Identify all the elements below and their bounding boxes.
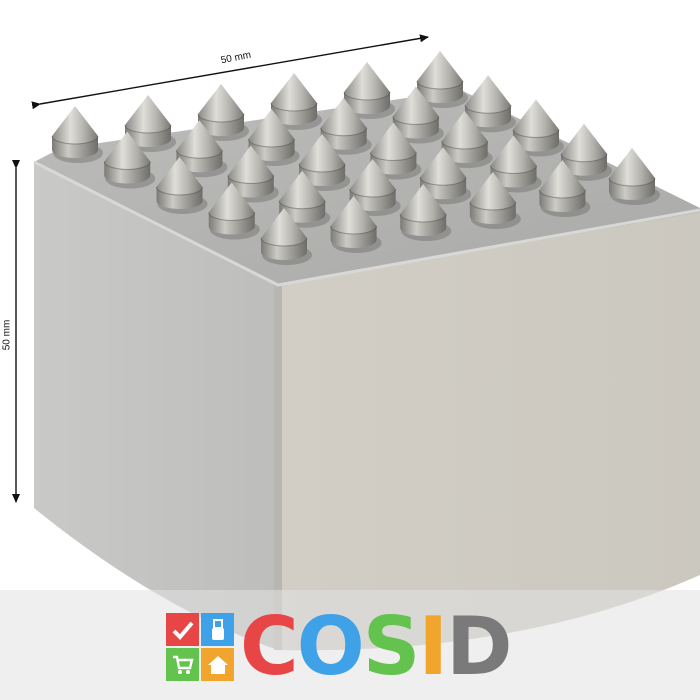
logo-icon-tiles (166, 613, 234, 681)
spike (51, 106, 103, 163)
spike (512, 99, 564, 157)
spike (103, 131, 156, 189)
block-left-face (34, 162, 278, 650)
spike (399, 184, 452, 241)
spike (156, 157, 208, 214)
block-top-bevel (33, 160, 700, 287)
spike (560, 123, 612, 181)
cosid-logo: C O S I D (166, 600, 513, 693)
spike (320, 97, 372, 155)
logo-letter: O (296, 600, 365, 693)
watermark-banner (0, 590, 700, 700)
logo-wordmark: C O S I D (240, 600, 513, 693)
cart-icon (166, 648, 199, 681)
usb-icon (201, 613, 234, 646)
logo-letter: C (240, 600, 299, 693)
spike (464, 75, 516, 133)
logo-letter: S (362, 600, 421, 693)
logo-letter: D (446, 600, 512, 693)
spike (330, 196, 382, 253)
spike (298, 134, 351, 191)
height-dimension-label: 50 mm (1, 319, 13, 351)
spike (490, 135, 542, 193)
spike (608, 148, 660, 205)
spike (248, 109, 300, 166)
spike (260, 208, 312, 265)
spike (538, 160, 591, 217)
block-front-face (278, 210, 700, 651)
spike (469, 172, 521, 229)
spike (349, 159, 401, 216)
home-icon (201, 648, 234, 681)
spike (208, 182, 260, 240)
spike (227, 145, 279, 203)
block-corner-edge (274, 283, 282, 650)
check-icon (166, 613, 199, 646)
width-dimension-line (31, 34, 429, 110)
spike (441, 111, 493, 168)
logo-letter: I (418, 600, 448, 693)
